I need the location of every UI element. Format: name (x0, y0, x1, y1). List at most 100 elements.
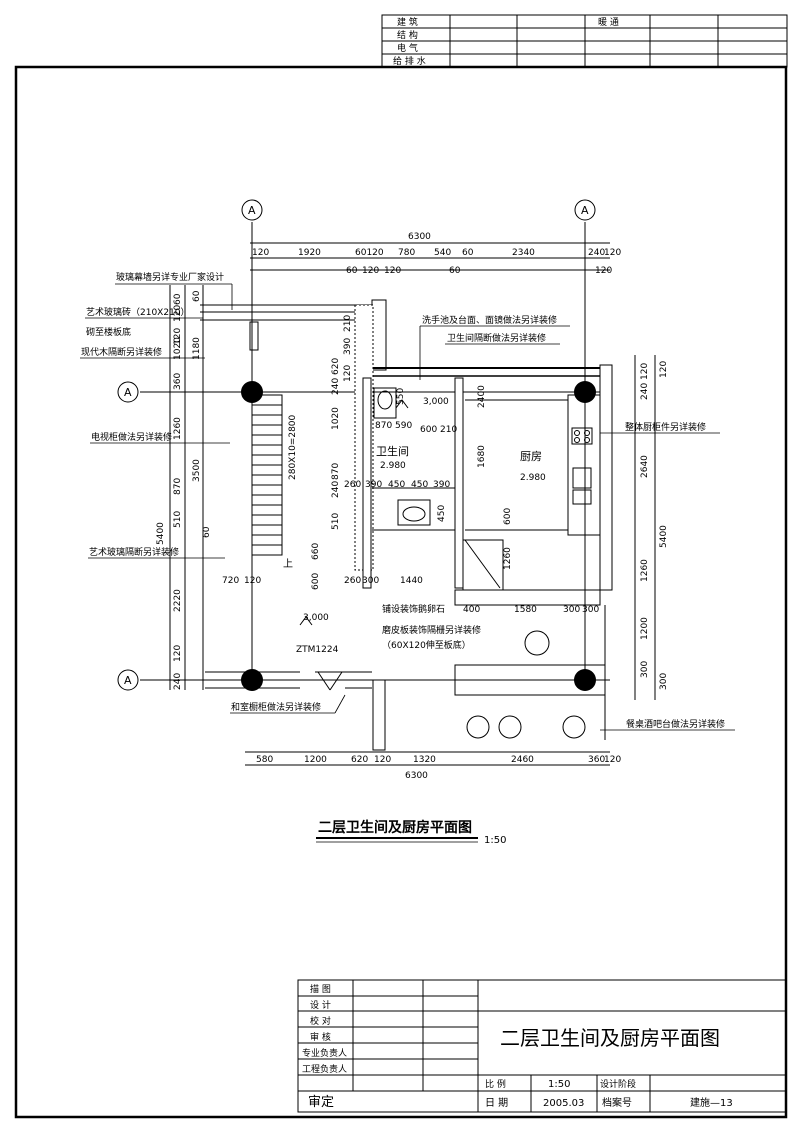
dim-int-5: 240 (331, 378, 341, 395)
dim-int-9: 510 (331, 513, 341, 530)
right-dim-texts: 120 240 2640 5400 1260 1200 300 300 120 (640, 361, 669, 690)
dim-left-5: 360 (173, 373, 183, 390)
dim-int-16: 210 (440, 425, 457, 435)
title-scale-label: 比 例 (485, 1078, 506, 1090)
dim-right-3: 2640 (640, 455, 650, 478)
title-date-value: 2005.03 (543, 1098, 584, 1109)
dim-int-15: 600 (420, 425, 437, 435)
annotation-right-1: 洗手池及台面、面镜做法另详装修 (422, 314, 557, 326)
title-drawing-no: 建施—13 (690, 1096, 733, 1109)
title-role-4: 审 核 (310, 1031, 331, 1043)
dim-left-11: 240 (173, 673, 183, 690)
axis-label-a-top-right: A (581, 204, 589, 217)
dim-top-seg-9: 120 (604, 248, 621, 258)
dim-left-inner-1: 1180 (192, 337, 202, 360)
dim-int-24: 450 (411, 480, 428, 490)
room-bathroom-level: 2.980 (380, 461, 406, 471)
dim-right-4: 5400 (659, 525, 669, 548)
annotation-left-3: 砌至楼板底 (86, 326, 131, 338)
dim-bottom-seg-2: 1200 (304, 755, 327, 765)
dim-left-inner-2: 3500 (192, 459, 202, 482)
annotation-right-4: 餐桌酒吧台做法另详装修 (626, 718, 725, 730)
title-role-2: 设 计 (310, 999, 331, 1011)
dim-right-8: 300 (659, 673, 669, 690)
title-date-label: 日 期 (485, 1097, 508, 1109)
room-kitchen-name: 厨房 (520, 450, 542, 463)
room-bathroom-name: 卫生间 (376, 444, 409, 458)
dim-int-23: 450 (388, 480, 405, 490)
top-table-row-2: 结 构 (397, 29, 418, 41)
dim-int-11: 600 (311, 573, 321, 590)
annotation-center-2: 磨皮板装饰隔栅另详装修 (382, 624, 481, 636)
annotation-left-7: 和室橱柜做法另详装修 (231, 701, 321, 713)
structural-columns (241, 381, 596, 691)
dim-int-4: 120 (343, 365, 353, 382)
title-role-3: 校 对 (310, 1015, 331, 1027)
dim-int-30: 400 (463, 605, 480, 615)
annotations-left (80, 283, 346, 714)
dim-left-total: 5400 (156, 522, 166, 545)
annotation-right-3: 整体厨柜件另详装修 (625, 421, 706, 433)
dim-right-9: 120 (659, 361, 669, 378)
annotation-right-2: 卫生间隔断做法另详装修 (447, 332, 546, 344)
axis-bubbles (117, 199, 596, 691)
dim-top-seg-6: 60 (462, 248, 474, 258)
dim-bottom-seg-8: 120 (604, 755, 621, 765)
interior-dim-texts: 210 390 620 120 240 1020 870 240 510 660… (222, 315, 599, 623)
dim-int-14: 590 (395, 421, 412, 431)
left-dim-texts: 60 120 120 1020 360 1260 870 510 2220 12… (156, 290, 212, 690)
dim-top-sub-5: 120 (595, 266, 612, 276)
dim-int-35: 120 (244, 576, 261, 586)
dim-left-inner-3: 60 (192, 290, 202, 302)
dim-top-seg-3: 60120 (355, 248, 384, 258)
dim-int-7: 870 (331, 463, 341, 480)
annotation-left-4: 现代木隔断另详装修 (81, 346, 162, 358)
dim-int-3: 620 (331, 358, 341, 375)
sheet-border (14, 65, 788, 1119)
top-table-row-4: 给 排 水 (393, 55, 426, 67)
dim-bottom-seg-1: 580 (256, 755, 273, 765)
dim-top-seg-2: 1920 (298, 248, 321, 258)
dim-top-seg-7: 2340 (512, 248, 535, 258)
title-scale-value: 1:50 (548, 1079, 570, 1090)
dim-int-13: 870 (375, 421, 392, 431)
dim-top-seg-1: 120 (252, 248, 269, 258)
dim-left-8: 510 (173, 511, 183, 528)
room-kitchen-level: 2.980 (520, 473, 546, 483)
dim-bottom-seg-7: 360 (588, 755, 605, 765)
dim-int-1: 210 (343, 315, 353, 332)
dim-int-33: 300 (582, 605, 599, 615)
annotation-left-5: 电视柜做法另详装修 (91, 431, 172, 443)
dim-int-12: 550 (396, 388, 406, 405)
dim-int-25: 390 (433, 480, 450, 490)
title-stage-label: 设计阶段 (600, 1078, 636, 1090)
dim-left-10: 120 (173, 645, 183, 662)
dim-int-20: 1260 (503, 547, 513, 570)
dim-bottom-total: 6300 (405, 771, 428, 781)
title-drawing-name: 二层卫生间及厨房平面图 (500, 1026, 720, 1050)
dim-int-37: 3,000 (423, 397, 449, 407)
dim-bottom-seg-3: 620 (351, 755, 368, 765)
door-label: ZTM1224 (296, 645, 339, 655)
annotation-left-2: 艺术玻璃砖（210X210） (86, 306, 190, 318)
dim-right-6: 1200 (640, 617, 650, 640)
dim-int-2: 390 (343, 338, 353, 355)
axis-label-a-top-left: A (248, 204, 256, 217)
dim-top-seg-4: 780 (398, 248, 415, 258)
dim-left-9: 2220 (173, 589, 183, 612)
top-table (381, 14, 788, 68)
dim-top-sub-1: 60 (346, 266, 358, 276)
dim-bottom-seg-6: 2460 (511, 755, 534, 765)
dim-top-sub-3: 120 (384, 266, 401, 276)
dim-left-6: 1260 (173, 417, 183, 440)
dim-left-7: 870 (173, 478, 183, 495)
dim-int-8: 240 (331, 481, 341, 498)
dim-int-34: 720 (222, 576, 239, 586)
dim-left-2: 120 (173, 305, 183, 322)
annotations-right (419, 325, 735, 731)
dim-top-seg-5: 540 (434, 248, 451, 258)
dim-right-2: 240 (640, 383, 650, 400)
title-block (297, 979, 787, 1113)
title-role-6: 工程负责人 (302, 1063, 347, 1075)
